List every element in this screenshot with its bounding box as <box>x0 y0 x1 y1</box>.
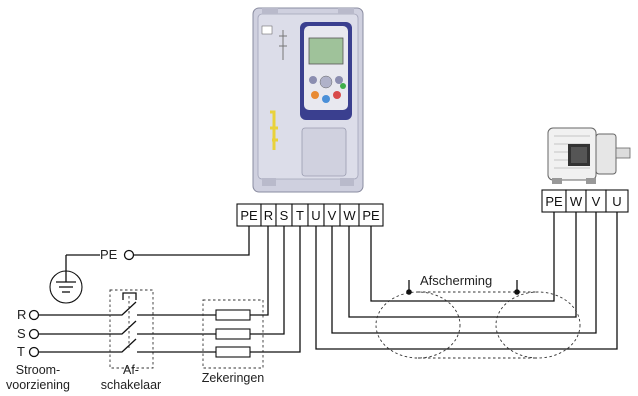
drive-terminal-w: W <box>343 208 356 223</box>
drive-terminal-pe-2: PE <box>362 208 380 223</box>
fuses-label: Zekeringen <box>202 371 265 385</box>
drive-terminal-t: T <box>296 208 304 223</box>
drive-terminal-s: S <box>280 208 289 223</box>
drive-terminal-pe-1: PE <box>240 208 258 223</box>
motor-cable: Afscherming <box>315 212 618 359</box>
supply-label-line1: Stroom- <box>16 363 60 377</box>
drive-terminal-block: PE R S T U V W PE <box>236 203 384 227</box>
phase-label-r: R <box>17 307 26 322</box>
frequency-drive <box>252 7 364 193</box>
fuse-t <box>215 346 251 358</box>
pe-label: PE <box>100 247 118 262</box>
supply-label-line2: voorziening <box>6 378 70 392</box>
fuses <box>202 226 301 369</box>
drive-terminal-u: U <box>311 208 320 223</box>
motor-terminal-block: PE W V U <box>541 189 629 213</box>
fuse-s <box>215 328 251 340</box>
supply-phases: R S T <box>17 307 112 359</box>
drive-terminal-v: V <box>328 208 337 223</box>
disconnect-label-line1: Af- <box>123 363 139 377</box>
drive-terminal-r: R <box>264 208 273 223</box>
disconnect-label-line2: schakelaar <box>101 378 161 392</box>
shield-label: Afscherming <box>420 273 492 288</box>
motor-terminal-v: V <box>592 194 601 209</box>
phase-label-t: T <box>17 344 25 359</box>
phase-label-s: S <box>17 326 26 341</box>
motor-terminal-u: U <box>612 194 621 209</box>
motor-terminal-pe: PE <box>545 194 563 209</box>
disconnect-switch <box>109 289 220 369</box>
ground-connection: PE <box>49 226 250 304</box>
bottom-labels: Stroom- voorziening Af- schakelaar Zeker… <box>6 363 264 392</box>
motor-terminal-w: W <box>570 194 583 209</box>
fuse-r <box>215 309 251 321</box>
motor <box>547 127 631 184</box>
